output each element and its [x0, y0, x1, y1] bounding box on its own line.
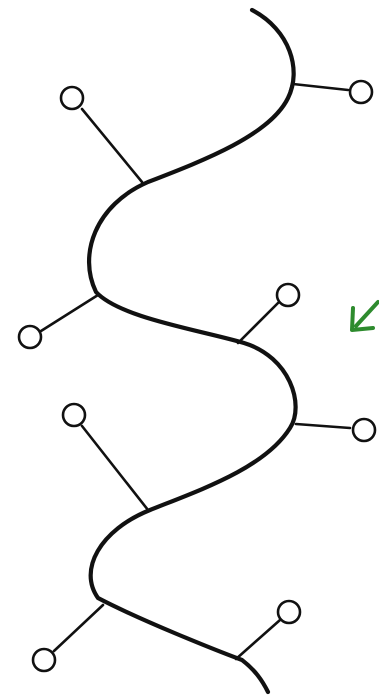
side-chain-node	[19, 326, 41, 348]
side-chain-stem	[296, 424, 350, 428]
side-chain-right-upper	[293, 81, 372, 103]
side-chain-stem	[236, 620, 280, 659]
side-chain-node	[277, 284, 299, 306]
helix-backbone	[89, 10, 296, 692]
side-chain-left-bottom	[33, 605, 103, 671]
arrow-shaft	[356, 302, 378, 326]
side-chain-stem	[41, 295, 98, 331]
side-chain-stem	[82, 109, 142, 182]
side-chain-stem	[238, 303, 278, 343]
side-chain-left-middle	[19, 295, 98, 348]
side-chain-node	[350, 81, 372, 103]
side-chain-stem	[54, 605, 103, 651]
arrow-icon	[352, 302, 378, 330]
side-chain-left-upper	[61, 87, 142, 182]
side-chain-node	[278, 601, 300, 623]
side-chain-stem	[82, 426, 148, 510]
side-chain-right-bottom	[236, 601, 300, 659]
side-chain-node	[63, 404, 85, 426]
side-chain-node	[33, 649, 55, 671]
side-chain-stem	[293, 84, 348, 90]
side-chain-node	[61, 87, 83, 109]
side-chain-left-lower	[63, 404, 148, 510]
side-chain-right-middle	[238, 284, 299, 343]
side-chain-node	[353, 419, 375, 441]
side-chain-right-lower	[296, 419, 375, 441]
